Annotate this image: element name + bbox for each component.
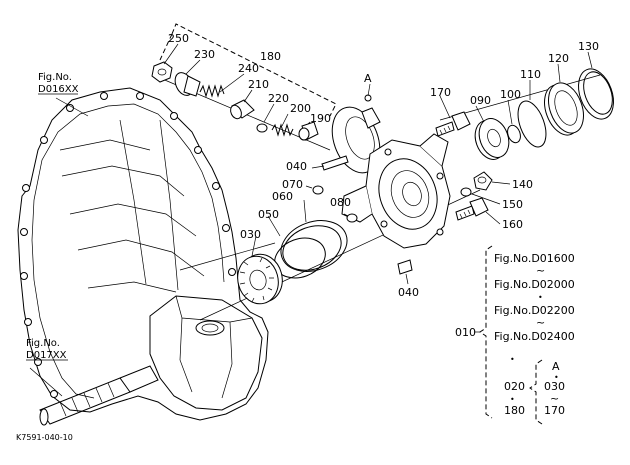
figure-reference-bottom: Fig.No. D017XX [26,338,68,361]
callout-090: 090 [470,94,491,107]
part-130-ring [578,68,614,120]
part-250-nut [151,61,173,83]
range-mark-1: ~ [536,264,545,277]
part-190-valve [298,121,319,141]
dot-4: • [554,373,559,382]
transmission-case [17,87,269,426]
range-mark-2: ~ [536,316,545,329]
fig-range-3: Fig.No.D02200 [494,304,575,317]
callout-120: 120 [548,52,569,65]
callout-170: 170 [430,86,451,99]
leader-lines [29,43,593,397]
part-240-spring [199,84,225,98]
figure-code: K7591-040-10 [16,433,73,442]
callout-040-upper: 040 [286,160,307,173]
callout-140: 140 [512,178,533,191]
sub-to: 180 [504,404,525,417]
flange-bolt-holes [20,92,236,398]
part-callouts: 250 230 180 240 210 220 200 190 A 170 09… [168,32,599,299]
part-230-plug [174,72,201,97]
figure-reference-top: Fig.No. D016XX [38,72,79,95]
part-210-piston [230,99,255,120]
callout-230: 230 [194,48,215,61]
sub-from: 020 [504,380,525,393]
part-090-bearing [474,118,510,160]
fig-ref-bottom-line2: D017XX [26,350,67,361]
callout-200: 200 [290,102,311,115]
callout-240: 240 [238,62,259,75]
part-040-pin-upper [321,155,349,171]
fig-range-4: Fig.No.D02400 [494,330,575,343]
callout-080: 080 [330,196,351,209]
relief-valve-parts [151,23,337,141]
group-to: 170 [544,404,565,417]
part-080-o-ring [346,213,358,223]
callout-250: 250 [168,32,189,45]
dot-2: • [510,355,515,364]
part-220-o-ring [256,123,268,133]
fig-ref-top-line1: Fig.No. [38,72,72,83]
pump-cover [331,94,451,249]
callout-030: 030 [240,228,261,241]
range-mark-3: ~ [550,392,559,405]
part-040-pin-lower [397,259,413,275]
part-150-o-ring [460,187,472,197]
callout-040-lower: 040 [398,286,419,299]
applicability-legend: 010 Fig.No.D01600 ~ Fig.No.D02000 • Fig.… [455,245,575,425]
callout-050: 050 [258,208,279,221]
dot-1: • [538,293,543,302]
assembly-number: 010 [455,326,476,339]
callout-220: 220 [268,92,289,105]
part-200-spring [271,123,294,137]
part-100-snap-ring [507,124,521,144]
part-060-large-o-ring [280,220,348,272]
callout-160: 160 [502,218,523,231]
output-shaft [39,365,159,426]
part-030-gear [237,253,283,305]
callout-110: 110 [520,68,541,81]
fig-range-1: Fig.No.D01600 [494,252,575,265]
callout-060: 060 [272,190,293,203]
part-120-seal [544,82,584,136]
part-160-bolt [455,197,489,221]
callout-130: 130 [578,40,599,53]
group-label-a: A [552,360,560,373]
part-170-bolt [435,111,471,137]
part-140-plug [473,171,493,191]
callout-180: 180 [260,50,281,63]
fig-ref-bottom-line1: Fig.No. [26,338,60,349]
callout-070: 070 [282,178,303,191]
group-from: 030 [544,380,565,393]
callout-a-top: A [364,72,372,85]
fig-ref-top-line2: D016XX [38,84,79,95]
fig-range-2: Fig.No.D02000 [494,278,575,291]
part-110-ring [517,100,547,148]
part-070-o-ring [312,185,324,195]
dot-3: • [510,395,515,404]
callout-150: 150 [502,198,523,211]
callout-100: 100 [500,88,521,101]
callout-210: 210 [248,78,269,91]
callout-190: 190 [310,112,331,125]
